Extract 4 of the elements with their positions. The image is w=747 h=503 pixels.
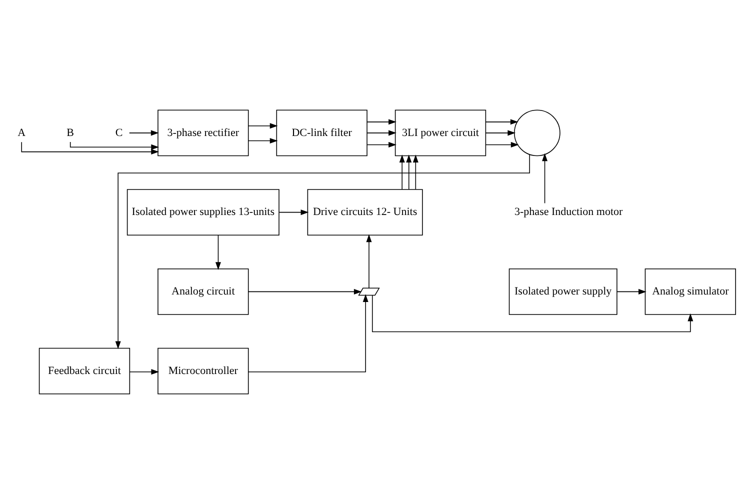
node-text: A — [18, 126, 26, 138]
node-text: 3-phase Induction motor — [514, 206, 623, 218]
node-text: C — [115, 126, 123, 138]
node-text: B — [66, 126, 74, 138]
